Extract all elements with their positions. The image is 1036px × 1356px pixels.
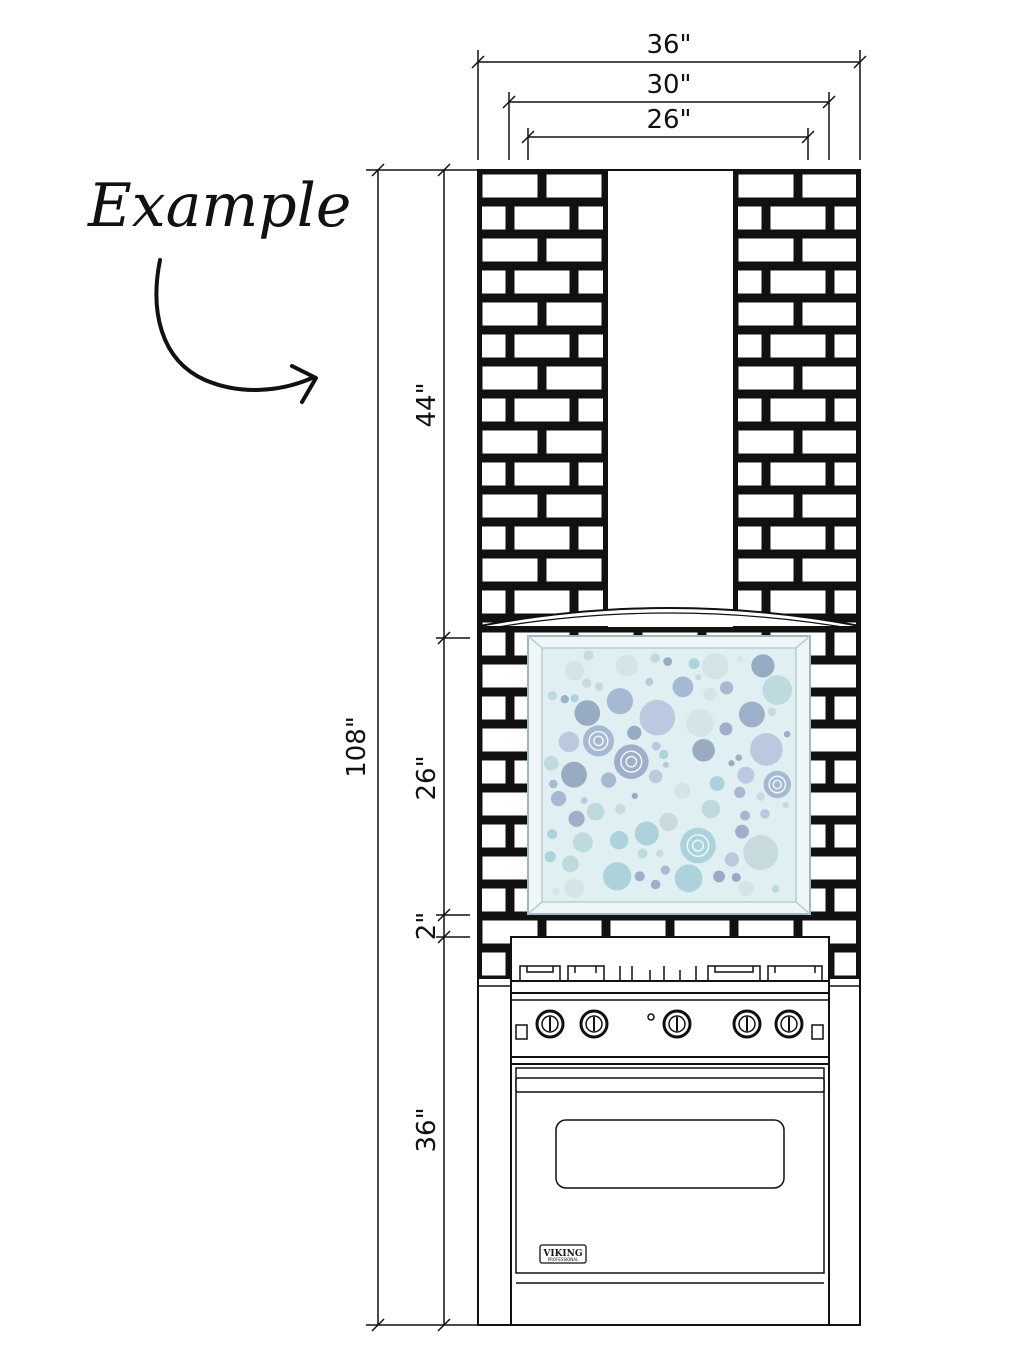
wall-frame [477, 169, 861, 1326]
viking-range [477, 936, 861, 1326]
height-dimensions [366, 163, 478, 1332]
burner-knob-icon [535, 1009, 565, 1039]
width-dimensions [471, 50, 867, 160]
indicator-light [647, 1013, 655, 1021]
height-range-label: 36" [412, 1107, 442, 1152]
left-cabinet [477, 977, 512, 1326]
height-gap-label: 2" [412, 912, 442, 941]
brand-label: VIKING [542, 1249, 582, 1259]
height-upper-label: 44" [412, 382, 442, 427]
burner-knob-icon [732, 1009, 762, 1039]
right-indicator [811, 1024, 824, 1040]
example-label: Example [87, 171, 351, 241]
width-hood-label: 30" [646, 70, 691, 100]
arrow-head-icon [290, 364, 318, 404]
range-hood-arch [479, 607, 861, 627]
width-tile-label: 26" [646, 105, 691, 135]
viking-badge [539, 1244, 587, 1264]
burner-grates [519, 965, 823, 980]
height-tile-label: 26" [412, 755, 442, 800]
left-indicator [515, 1024, 528, 1040]
curved-arrow-icon [154, 258, 314, 392]
burner-knob-icon [662, 1009, 692, 1039]
oven-handle [515, 1077, 825, 1093]
range-backguard [510, 936, 830, 982]
brand-sub-label: PROFESSIONAL [548, 1257, 579, 1262]
burner-knob-icon [579, 1009, 609, 1039]
hood-chimney [606, 169, 735, 629]
width-total-label: 36" [646, 30, 691, 60]
right-cabinet [828, 977, 861, 1326]
bubble-tile-backsplash [527, 635, 811, 915]
height-total-label: 108" [342, 716, 372, 778]
burner-knob-icon [774, 1009, 804, 1039]
oven-window [555, 1119, 785, 1189]
